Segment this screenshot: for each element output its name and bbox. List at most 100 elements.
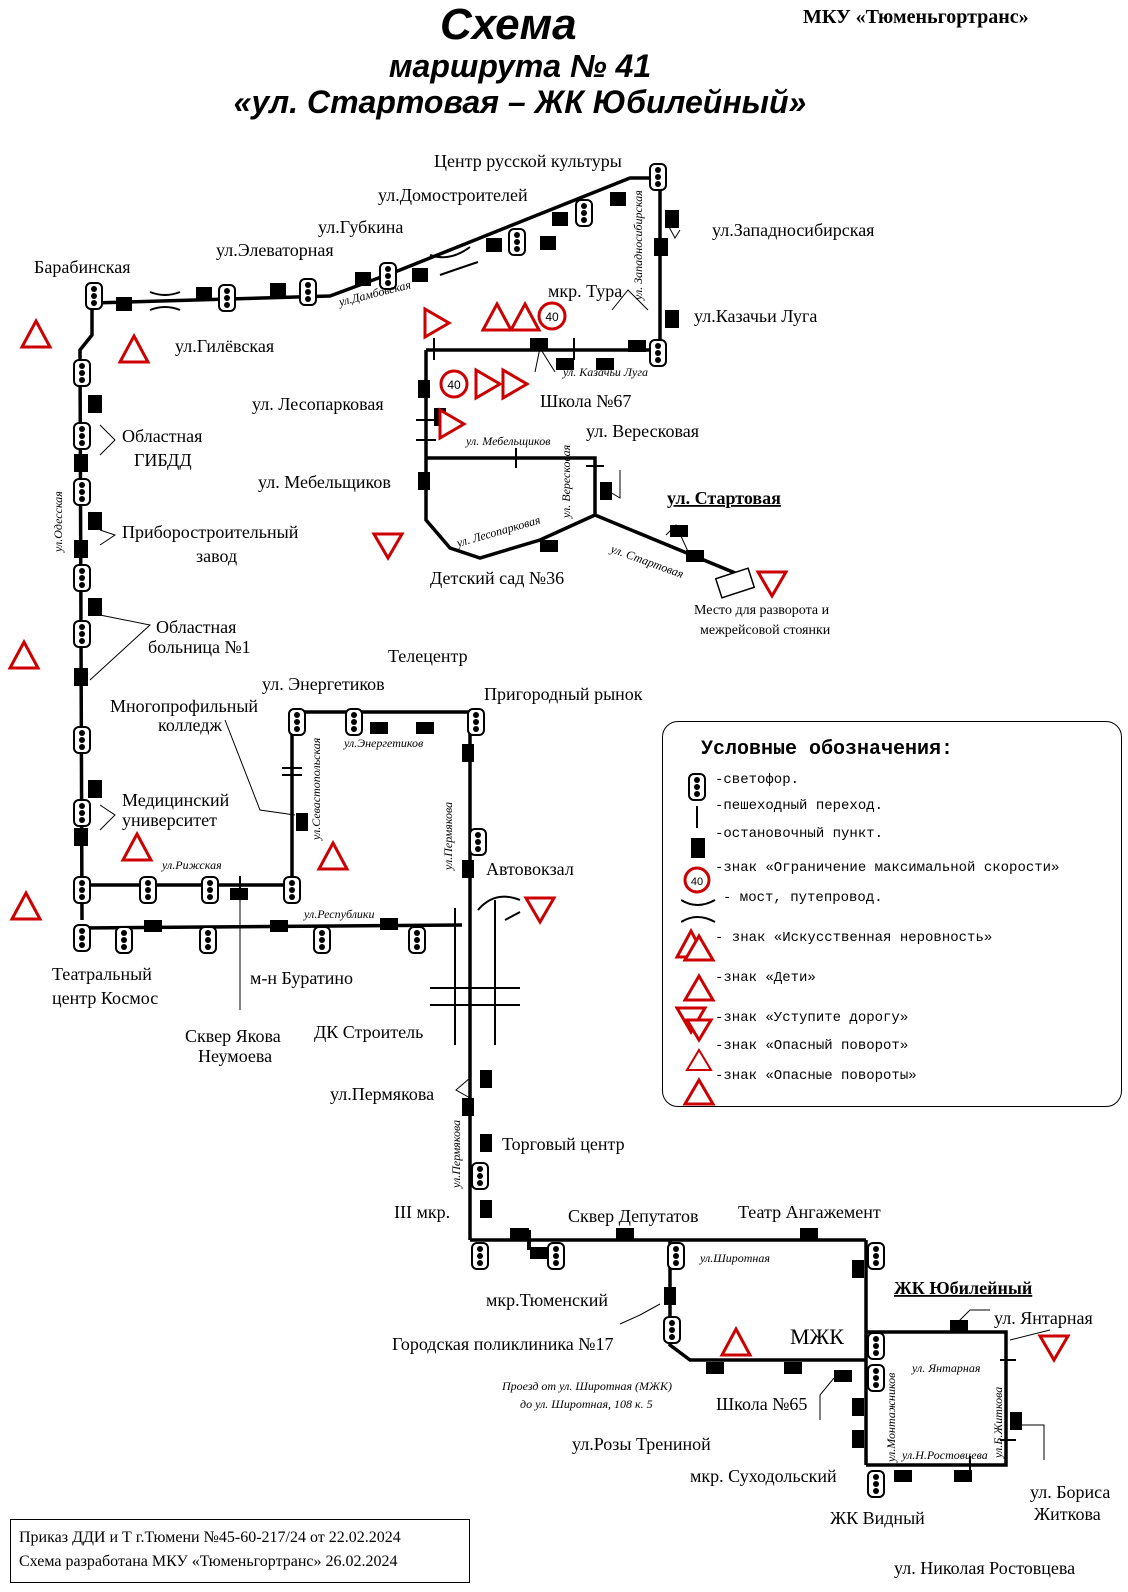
legend-item-speed: -знак «Ограничение максимальной скорости… [715,860,1060,876]
street-mebelshchikov: ул. Мебельщиков [465,434,550,448]
label-shkola67: Школа №67 [540,391,631,411]
label-yantarnaya: ул. Янтарная [994,1308,1093,1328]
label-razvorot-1: Место для разворота и [694,603,830,618]
street-permyakova-north: ул.Пермякова [441,802,455,871]
label-barabinskaya: Барабинская [34,257,130,277]
label-suhodolsky: мкр. Суходольский [690,1466,837,1486]
label-angazhement: Театр Ангажемент [738,1202,881,1222]
street-rostovtseva: ул.Н.Ростовцева [901,1448,988,1462]
label-lesoparkovaya: ул. Лесопарковая [252,394,384,414]
label-skver-2: Неумоева [198,1046,272,1066]
label-zhitkova-2: Житкова [1034,1504,1101,1524]
label-kolledzh-1: Многопрофильный [110,696,258,716]
label-rostovtseva: ул. Николая Ростовцева [894,1558,1075,1578]
street-zhitkova: ул.Б.Житкова [991,1387,1005,1459]
legend-item-yield: -знак «Уступите дорогу» [715,1010,909,1026]
label-kazachi-lugi: ул.Казачьи Луга [694,306,817,326]
street-yantarnaya: ул. Янтарная [911,1361,981,1375]
label-mkr3: III мкр. [394,1202,450,1222]
label-teatr-1: Театральный [52,964,152,984]
yield-icon [684,1018,714,1043]
stops [74,192,1022,1482]
label-torgovy: Торговый центр [502,1134,625,1154]
label-kolledzh-2: колледж [158,715,222,735]
label-buratino: м-н Буратино [250,968,353,988]
street-rizhskaya: ул.Рижская [161,858,222,872]
label-skver-deputatov: Сквер Депутатов [568,1206,699,1226]
legend-icons: 40 [681,773,716,1106]
footer-developer: Схема разработана МКУ «Тюменьгортранс» 2… [19,1553,398,1570]
bridge-icon [681,899,716,923]
street-zapadnosibirskaya: ул. Западносибирская [631,190,645,301]
label-skver-1: Сквер Якова [185,1026,281,1046]
label-shkola65: Школа №65 [716,1394,807,1414]
leader-lines [89,224,1051,1460]
dangerous-turn-icon [685,1048,713,1071]
legend-item-turn: -знак «Опасный поворот» [715,1038,909,1054]
legend-item-traffic-light: -светофор. [715,772,800,788]
label-energetikov: ул. Энергетиков [262,674,385,694]
page-title: Схема [440,0,577,49]
legend-item-crossing: -пешеходный переход. [715,798,884,814]
street-vereskovaya: ул. Вересковая [559,444,573,519]
route-number: маршрута № 41 [388,48,652,84]
label-mzhk: МЖК [790,1324,844,1349]
street-permyakova-south: ул.Пермякова [449,1120,463,1189]
legend-item-stop: -остановочный пункт. [715,826,884,842]
legend-item-bridge: - мост, путепровод. [723,890,883,906]
dangerous-turns-icon [682,1077,716,1106]
label-bolnitsa-1: Областная [156,617,236,637]
label-avtovokzal: Автовокзал [486,859,574,879]
label-domostroiteley: ул.Домостроителей [378,185,528,205]
label-poliklinika: Городская поликлиника №17 [392,1334,613,1354]
label-zapadnosibirskaya: ул.Западносибирская [712,220,874,240]
legend-item-bump: - знак «Искусственная неровность» [715,930,993,946]
stop-icon [691,838,705,858]
speed-limit-icon: 40 [683,866,711,894]
children-icon [682,973,716,1002]
label-tsentr-kultury: Центр русской культуры [434,151,622,171]
label-pribor-1: Приборостроительный [122,522,299,542]
legend-item-children: -знак «Дети» [715,970,816,986]
street-sevastopolskaya: ул.Севастопольская [309,737,323,841]
traffic-light-icon [688,773,706,801]
svg-text:40: 40 [691,876,703,888]
legend-item-turns: -знак «Опасные повороты» [715,1068,917,1084]
label-gibdd-2: ГИБДД [134,450,192,470]
route-name: «ул. Стартовая – ЖК Юбилейный» [233,84,807,120]
label-bolnitsa-2: больница №1 [148,637,251,657]
label-startovaya: ул. Стартовая [667,488,781,508]
label-jubileyny: ЖК Юбилейный [894,1278,1032,1298]
street-kazachi-luga: ул. Казачьи Луга [562,365,648,379]
label-meduniver-2: университет [122,810,217,830]
label-razvorot-2: межрейсовой стоянки [700,623,831,638]
label-proezd-1: Проезд от ул. Широтная (МЖК) [501,1379,672,1393]
street-respubliki: ул.Республики [303,907,375,921]
footer-note: Приказ ДДИ и Т г.Тюмени №45-60-217/24 от… [10,1519,470,1583]
legend-title: Условные обозначения: [701,738,954,761]
label-telecentr: Телецентр [388,646,468,666]
stop-labels: Барабинская ул.Элеваторная ул.Губкина ул… [34,151,1110,1578]
street-shirotnaya: ул.Широтная [699,1251,770,1265]
label-zhitkova-1: ул. Бориса [1030,1482,1110,1502]
label-tyumensky: мкр.Тюменский [486,1290,608,1310]
label-mkr-tura: мкр. Тура [548,281,622,301]
street-dambovskaya: ул.Дамбовская [336,277,412,309]
label-permyakova: ул.Пермякова [330,1084,434,1104]
label-gilevskaya: ул.Гилёвская [175,336,274,356]
label-gibdd-1: Областная [122,426,202,446]
label-detsad: Детский сад №36 [430,568,564,588]
label-proezd-2: до ул. Широтная, 108 к. 5 [520,1397,653,1411]
pedestrian-crossings [239,338,1016,1474]
label-prigorodny: Пригородный рынок [484,684,643,704]
street-energetikov: ул.Энергетиков [343,736,423,750]
label-meduniver-1: Медицинский [122,790,230,810]
label-gubkina: ул.Губкина [318,217,403,237]
speed-bump-icon [682,933,716,962]
legend: Условные обозначения: 40 -светофор. -пеш… [662,721,1122,1107]
street-odesskaya: ул.Одесская [51,491,65,553]
bridges [149,246,521,1045]
label-vidny: ЖК Видный [830,1508,925,1528]
label-vereskovaya: ул. Вересковая [586,421,699,441]
